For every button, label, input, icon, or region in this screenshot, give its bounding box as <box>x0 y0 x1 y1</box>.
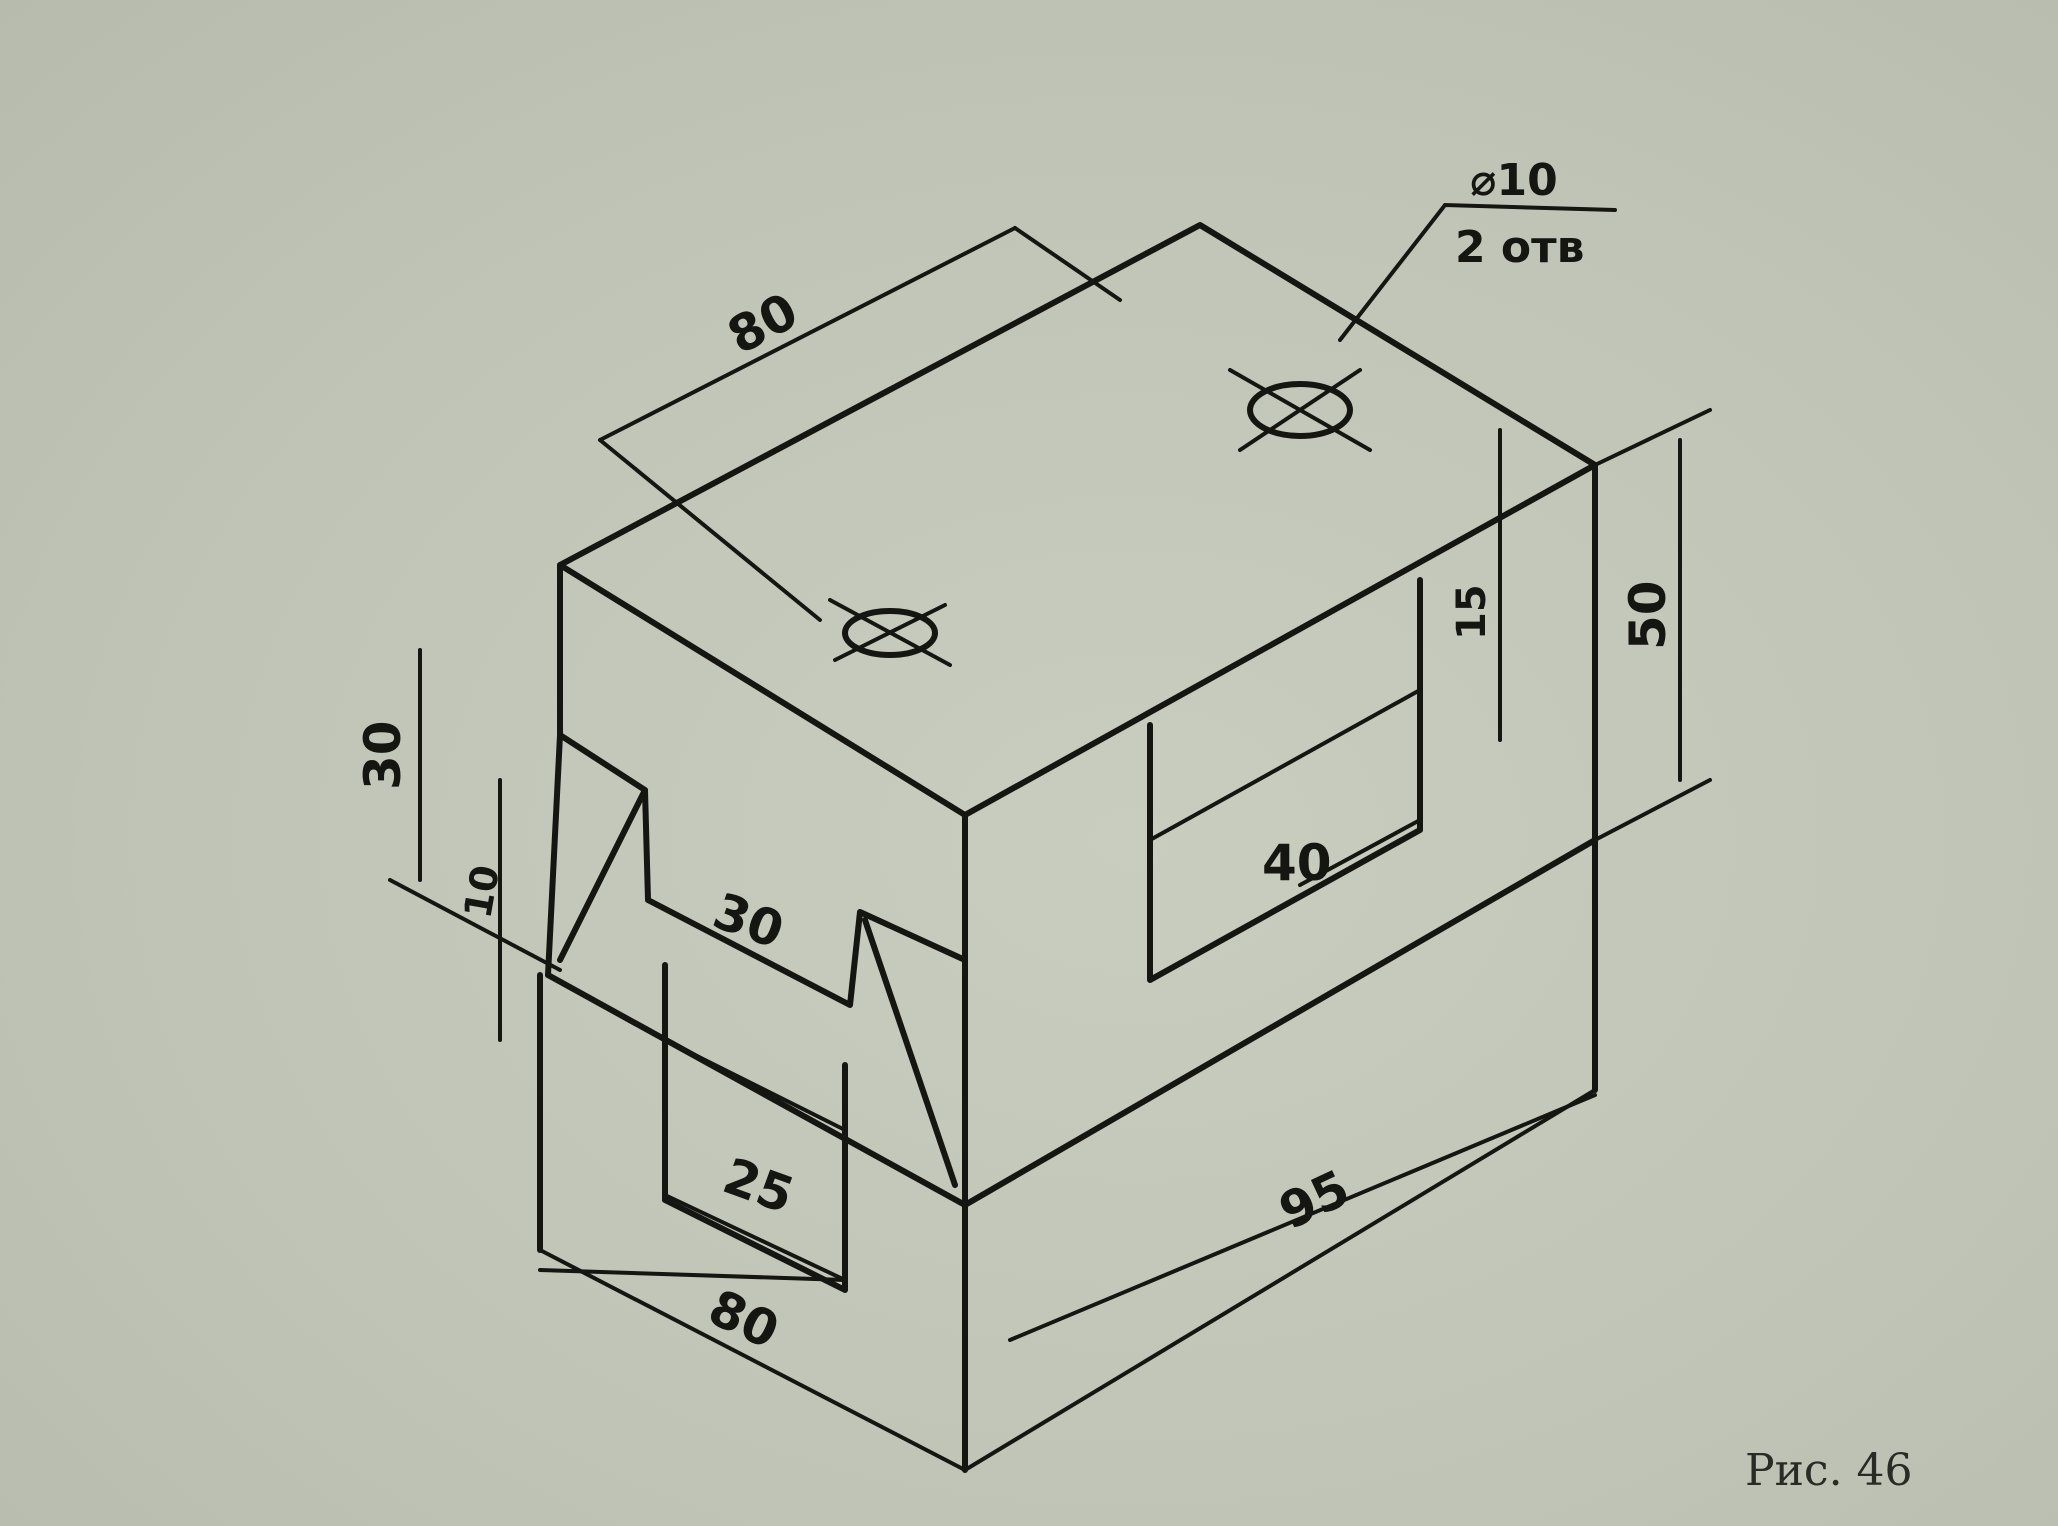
block-top-face <box>557 222 1598 818</box>
dim-lower-slot: 25 <box>716 1147 801 1225</box>
dim-notch-depth: 30 <box>706 882 791 960</box>
dimension-lines <box>388 226 1712 1342</box>
left-face-notch <box>545 562 968 1293</box>
dim-top-length: 80 <box>718 282 807 366</box>
dim-left-small: 10 <box>456 862 509 922</box>
dimension-labels: 80 30 10 30 25 80 95 50 15 40 ⌀10 2 отв <box>354 155 1677 1360</box>
dim-slot-height: 15 <box>1449 584 1495 640</box>
dim-right-height: 50 <box>1619 580 1677 650</box>
dim-side-length: 95 <box>1271 1159 1359 1241</box>
dim-front-width: 80 <box>700 1278 788 1360</box>
block-base <box>537 837 1598 1473</box>
dim-slot-width: 40 <box>1262 834 1332 892</box>
hole-count-label: 2 отв <box>1455 222 1585 273</box>
hole-diameter-label: ⌀10 <box>1470 155 1558 206</box>
dim-left-height: 30 <box>354 720 412 790</box>
block-right-face <box>962 462 1598 1208</box>
figure-caption: Рис. 46 <box>1745 1445 1913 1496</box>
hole-symbols <box>828 202 1617 667</box>
right-face-slot <box>1147 577 1423 983</box>
